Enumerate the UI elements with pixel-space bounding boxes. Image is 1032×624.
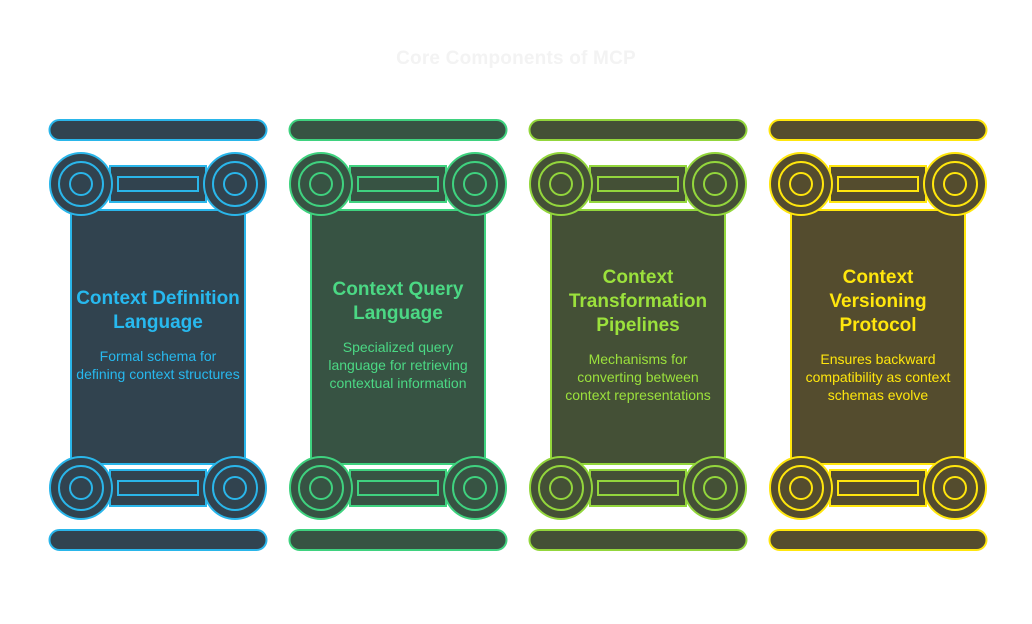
- bottom-connector: [589, 469, 687, 507]
- top-volute-ring-left: [298, 161, 344, 207]
- bottom-plate: [48, 529, 268, 551]
- pillar-heading: Context Transformation Pipelines: [568, 267, 708, 336]
- pillar-description: Ensures backward compatibility as contex…: [805, 351, 951, 403]
- pillar-text: Context Query Language Specialized query…: [310, 228, 486, 442]
- bottom-volute-eye-left: [69, 476, 93, 500]
- top-volute-eye-left: [789, 172, 813, 196]
- pillar-shaft: [790, 209, 966, 465]
- top-volute-ring-left: [58, 161, 104, 207]
- top-capital: [768, 119, 988, 216]
- top-plate: [48, 119, 268, 141]
- top-volute-ring-right: [212, 161, 258, 207]
- bottom-plate: [288, 529, 508, 551]
- pillar-text: Context Definition Language Formal schem…: [70, 228, 246, 442]
- top-connector: [589, 165, 687, 203]
- bottom-volute-eye-left: [549, 476, 573, 500]
- top-plate: [528, 119, 748, 141]
- pillar-context-versioning-protocol: Context Versioning Protocol Ensures back…: [768, 0, 988, 624]
- bottom-capital: [48, 456, 268, 551]
- bottom-connector: [349, 469, 447, 507]
- bottom-volute-eye-left: [789, 476, 813, 500]
- bottom-connector-groove: [837, 480, 919, 496]
- pillar-description: Specialized query language for retrievin…: [328, 339, 468, 391]
- top-connector: [109, 165, 207, 203]
- pillar-heading: Context Query Language: [332, 279, 464, 324]
- top-volute-eye-right: [223, 172, 247, 196]
- bottom-connector-groove: [597, 480, 679, 496]
- top-volute-eye-right: [943, 172, 967, 196]
- top-volute-eye-right: [463, 172, 487, 196]
- top-volute-ring-left: [538, 161, 584, 207]
- pillar-context-transformation-pipelines: Context Transformation Pipelines Mechani…: [528, 0, 748, 624]
- top-capital: [48, 119, 268, 216]
- pillar-context-definition-language: Context Definition Language Formal schem…: [48, 0, 268, 624]
- pillar-shaft: [550, 209, 726, 465]
- bottom-volute-ring-left: [778, 465, 824, 511]
- top-connector-groove: [117, 176, 199, 192]
- pillar-graphic: [768, 119, 988, 551]
- pillar-context-query-language: Context Query Language Specialized query…: [288, 0, 508, 624]
- top-connector: [349, 165, 447, 203]
- top-capital: [528, 119, 748, 216]
- top-volute-eye-right: [703, 172, 727, 196]
- bottom-capital: [528, 456, 748, 551]
- bottom-capital: [768, 456, 988, 551]
- bottom-connector-groove: [117, 480, 199, 496]
- bottom-connector: [109, 469, 207, 507]
- pillar-shaft: [310, 209, 486, 465]
- bottom-volute-ring-left: [58, 465, 104, 511]
- pillar-description: Mechanisms for converting between contex…: [565, 351, 711, 403]
- top-volute-ring-left: [778, 161, 824, 207]
- bottom-volute-ring-right: [692, 465, 738, 511]
- top-volute-ring-right: [452, 161, 498, 207]
- top-connector-groove: [597, 176, 679, 192]
- bottom-volute-ring-right: [212, 465, 258, 511]
- top-capital: [288, 119, 508, 216]
- bottom-volute-ring-right: [452, 465, 498, 511]
- bottom-plate: [528, 529, 748, 551]
- top-volute-eye-left: [309, 172, 333, 196]
- pillar-description: Formal schema for defining context struc…: [76, 348, 240, 382]
- bottom-capital: [288, 456, 508, 551]
- bottom-connector: [829, 469, 927, 507]
- bottom-volute-eye-right: [463, 476, 487, 500]
- pillar-heading: Context Versioning Protocol: [829, 267, 927, 336]
- pillar-graphic: [288, 119, 508, 551]
- top-volute-eye-left: [69, 172, 93, 196]
- bottom-volute-eye-right: [703, 476, 727, 500]
- pillar-heading: Context Definition Language: [76, 288, 240, 333]
- top-volute-ring-right: [932, 161, 978, 207]
- bottom-plate: [768, 529, 988, 551]
- pillar-shaft: [70, 209, 246, 465]
- pillar-text: Context Versioning Protocol Ensures back…: [790, 228, 966, 442]
- bottom-connector-groove: [357, 480, 439, 496]
- bottom-volute-ring-left: [538, 465, 584, 511]
- top-connector-groove: [837, 176, 919, 192]
- top-connector: [829, 165, 927, 203]
- bottom-volute-ring-left: [298, 465, 344, 511]
- diagram-title: Core Components of MCP: [396, 48, 636, 69]
- bottom-volute-eye-left: [309, 476, 333, 500]
- top-volute-eye-left: [549, 172, 573, 196]
- bottom-volute-eye-right: [223, 476, 247, 500]
- pillar-graphic: [48, 119, 268, 551]
- top-connector-groove: [357, 176, 439, 192]
- bottom-volute-ring-right: [932, 465, 978, 511]
- pillar-graphic: [528, 119, 748, 551]
- bottom-volute-eye-right: [943, 476, 967, 500]
- pillar-text: Context Transformation Pipelines Mechani…: [550, 228, 726, 442]
- top-volute-ring-right: [692, 161, 738, 207]
- top-plate: [768, 119, 988, 141]
- top-plate: [288, 119, 508, 141]
